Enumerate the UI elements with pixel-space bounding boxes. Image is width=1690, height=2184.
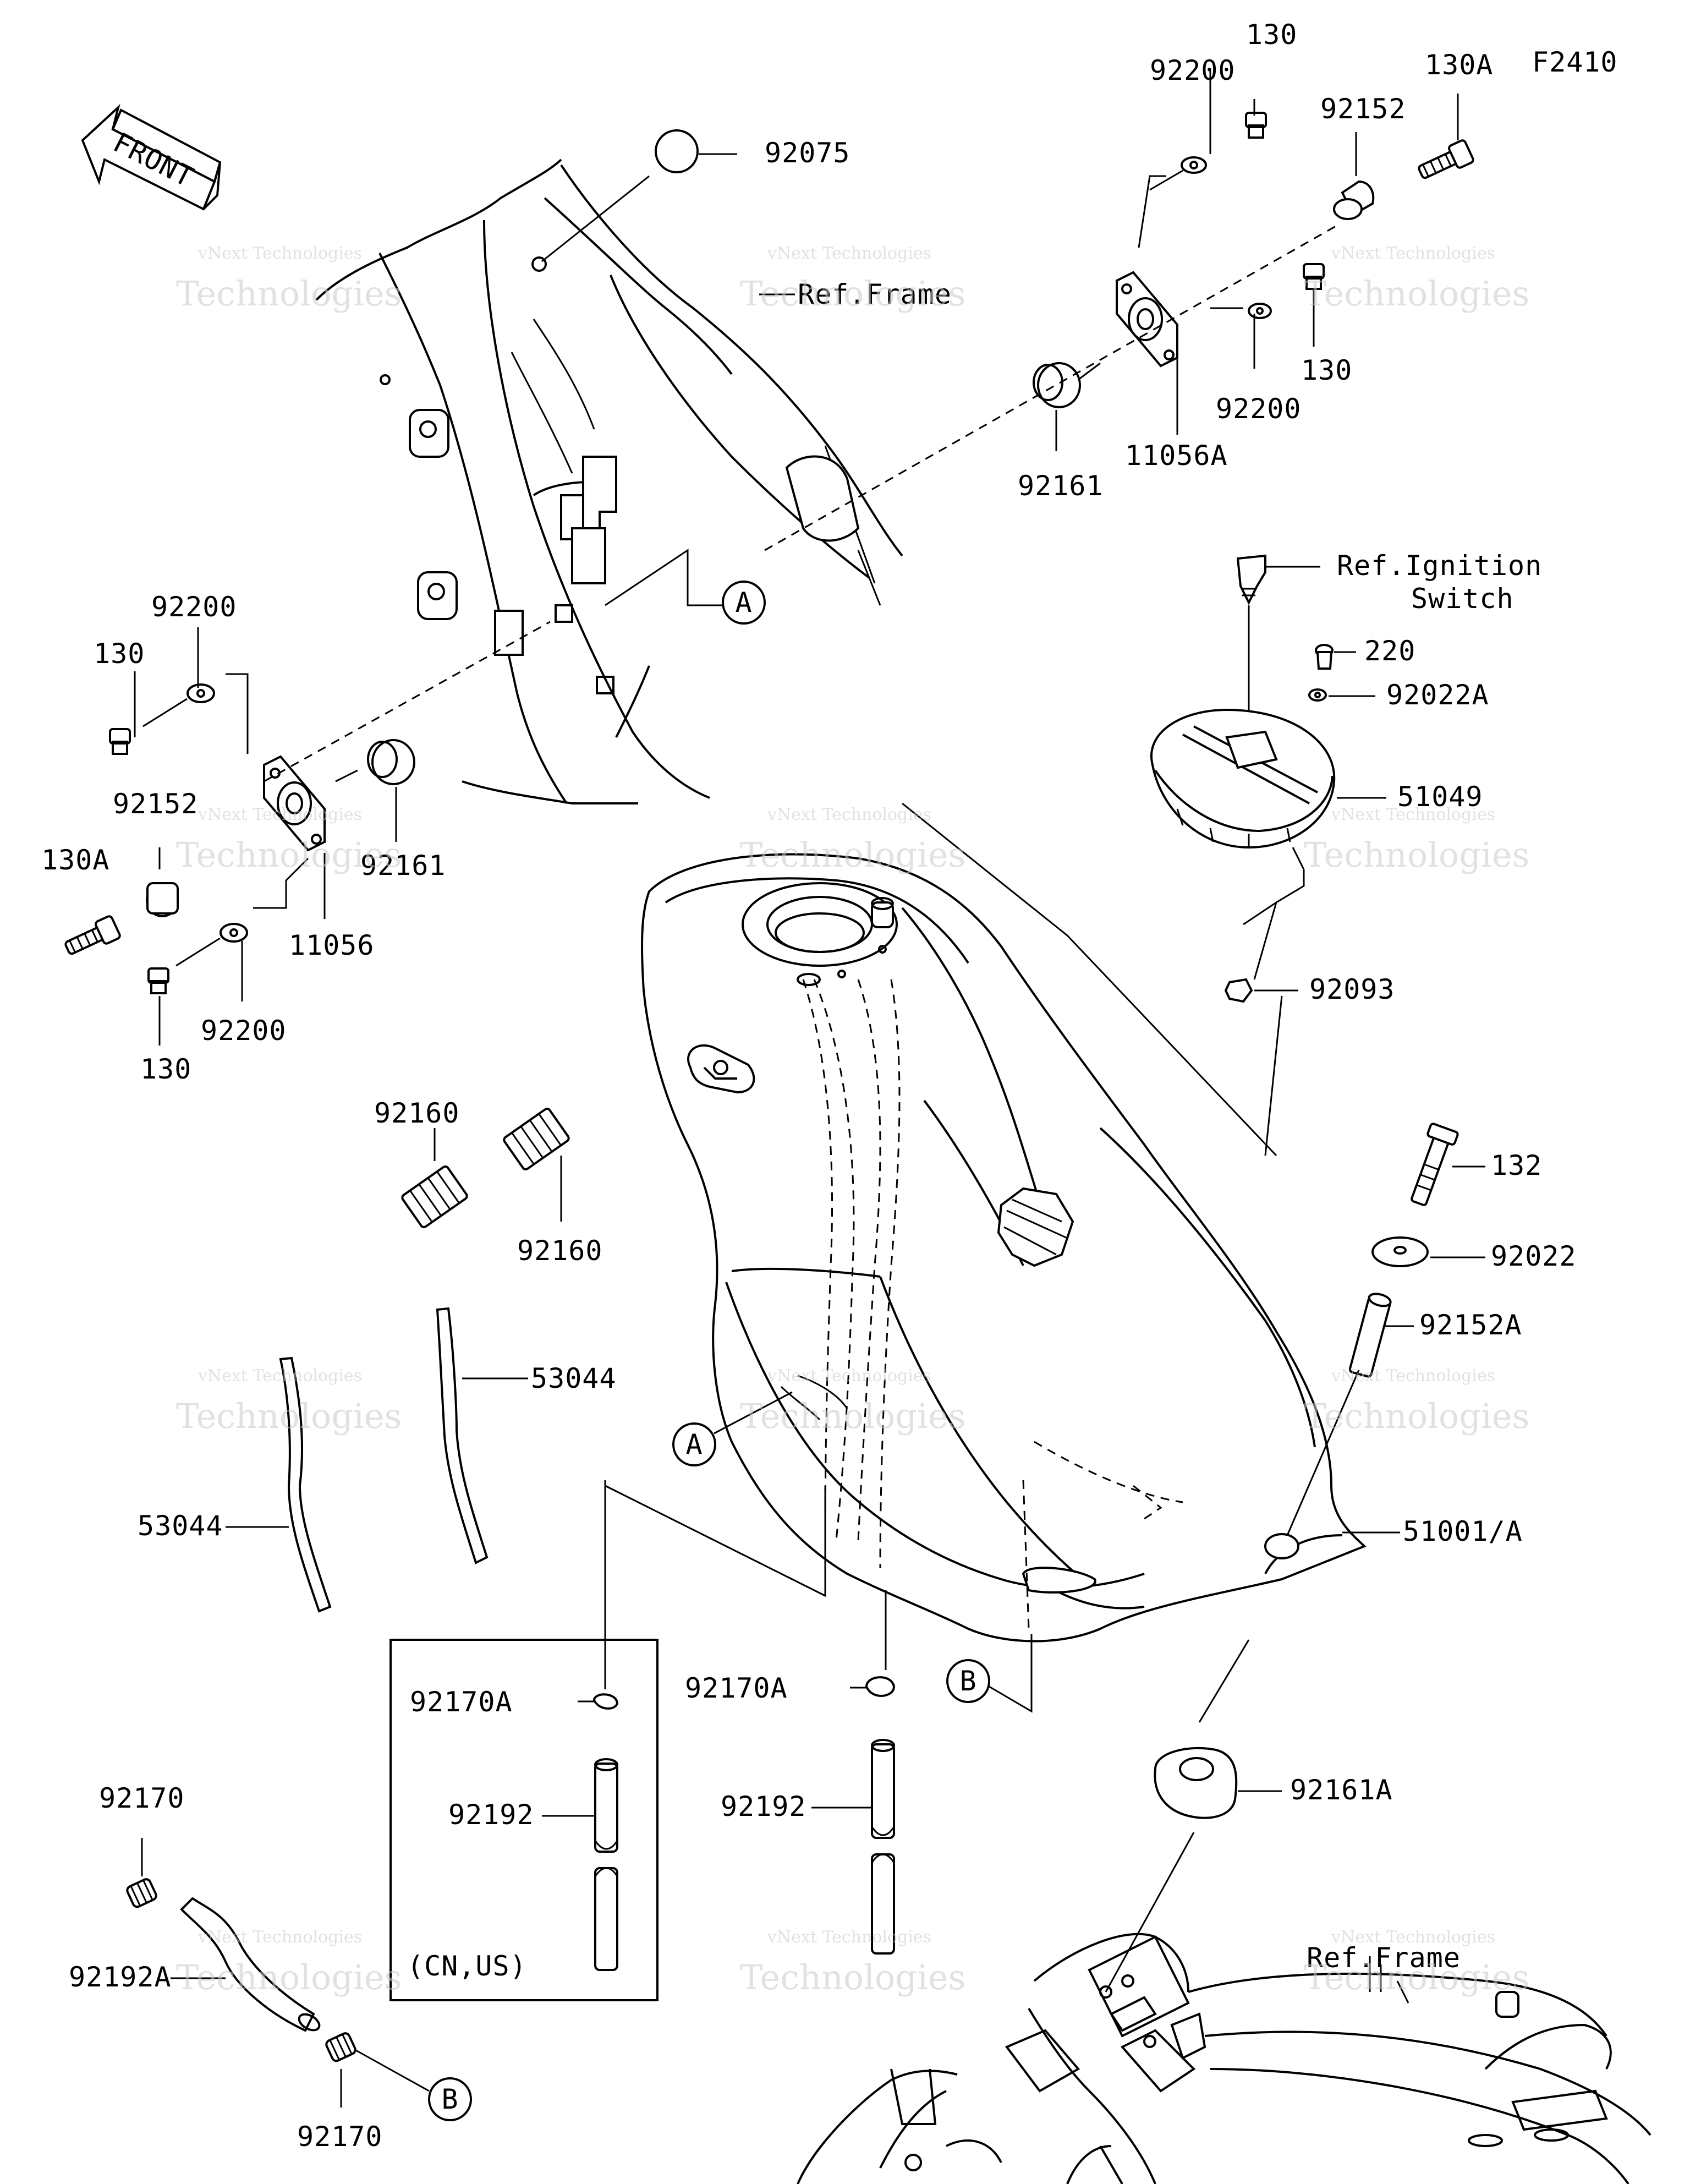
label-130-top: 130 [1246, 19, 1297, 51]
label-92093: 92093 [1309, 973, 1395, 1005]
svg-text:Technologies: Technologies [1304, 1396, 1529, 1436]
svg-text:Technologies: Technologies [1304, 835, 1529, 875]
inset-box-cn-us [389, 1639, 659, 2001]
marker-b-tank-label: B [959, 1665, 976, 1697]
svg-text:Technologies: Technologies [740, 1957, 965, 1997]
label-92170-bottom: 92170 [297, 2121, 383, 2153]
svg-text:Technologies: Technologies [1304, 273, 1529, 314]
label-130-lower: 130 [140, 1053, 191, 1085]
label-92200-left: 92200 [151, 591, 237, 623]
ref-ignition-line2: Switch [1411, 583, 1514, 615]
label-130-right: 130 [1301, 354, 1352, 386]
label-92192-left: 92192 [448, 1799, 534, 1831]
label-51001A: 51001/A [1403, 1515, 1523, 1547]
center-hose-assembly [811, 1676, 896, 1955]
svg-text:vNext Technologies: vNext Technologies [1331, 1928, 1495, 1947]
svg-text:Technologies: Technologies [740, 835, 965, 875]
figure-code: F2410 [1532, 46, 1618, 78]
svg-text:vNext Technologies: vNext Technologies [197, 244, 362, 263]
label-51049: 51049 [1397, 781, 1483, 813]
label-53044-left: 53044 [138, 1510, 223, 1542]
inset-note: (CN,US) [407, 1950, 527, 1982]
label-92160-a: 92160 [374, 1097, 460, 1129]
label-53044-right: 53044 [531, 1362, 617, 1394]
left-mount-cluster [64, 621, 551, 1046]
part-92075-plug [655, 129, 699, 173]
label-92022: 92022 [1491, 1240, 1577, 1272]
grommet-92161A [1105, 1639, 1282, 1993]
lower-frame-drawing [797, 1933, 1651, 2184]
right-mount-cluster [764, 69, 1474, 551]
svg-text:vNext Technologies: vNext Technologies [197, 805, 362, 824]
label-92161-top: 92161 [1018, 470, 1104, 502]
label-92170A-left: 92170A [410, 1686, 513, 1718]
label-92192A: 92192A [69, 1961, 172, 1993]
svg-text:vNext Technologies: vNext Technologies [197, 1366, 362, 1386]
label-132: 132 [1491, 1150, 1542, 1181]
hoses-53044 [226, 1307, 528, 1613]
svg-text:vNext Technologies: vNext Technologies [197, 1928, 362, 1947]
label-92161-left: 92161 [360, 850, 446, 882]
ref-frame-top: Ref.Frame [798, 278, 952, 310]
svg-text:Technologies: Technologies [176, 273, 402, 314]
svg-text:Technologies: Technologies [740, 1396, 965, 1436]
fuel-cap-group [1150, 554, 1386, 1156]
label-92200-top: 92200 [1150, 54, 1236, 86]
label-130A-top: 130A [1425, 49, 1493, 81]
marker-b-bottom-label: B [441, 2083, 458, 2115]
svg-text:Technologies: Technologies [176, 835, 402, 875]
tank-rear-mount-cluster [1286, 1123, 1485, 1536]
marker-a-tank [672, 1422, 716, 1466]
label-92022A: 92022A [1386, 679, 1489, 711]
watermarks: vNext Technologies Technologies vNext Te… [176, 244, 1529, 1997]
marker-a-top [722, 581, 766, 625]
label-92152-left: 92152 [113, 788, 199, 820]
marker-b-tank [946, 1659, 990, 1703]
label-92161A: 92161A [1290, 1774, 1393, 1806]
svg-text:vNext Technologies: vNext Technologies [767, 244, 931, 263]
label-92192-right: 92192 [721, 1791, 806, 1822]
label-220: 220 [1364, 635, 1415, 667]
svg-text:vNext Technologies: vNext Technologies [767, 805, 931, 824]
fuel-tank-51001 [641, 802, 1367, 1643]
bottom-left-hose-assembly [126, 1838, 430, 2108]
marker-b-bottom [428, 2077, 472, 2121]
label-11056A: 11056A [1125, 440, 1228, 472]
svg-text:vNext Technologies: vNext Technologies [1331, 1366, 1495, 1386]
label-11056: 11056 [289, 929, 375, 961]
label-92200-lower: 92200 [201, 1015, 287, 1047]
label-92152A: 92152A [1419, 1309, 1522, 1341]
svg-text:Technologies: Technologies [176, 1396, 402, 1436]
label-92075: 92075 [765, 137, 851, 169]
svg-text:Technologies: Technologies [740, 273, 965, 314]
label-92152-top: 92152 [1320, 93, 1406, 125]
svg-text:vNext Technologies: vNext Technologies [1331, 244, 1495, 263]
inset-hose-assembly [542, 1480, 619, 1971]
upper-frame-drawing [315, 158, 903, 804]
ref-ignition-line1: Ref.Ignition [1337, 550, 1542, 582]
svg-text:Technologies: Technologies [1304, 1957, 1529, 1997]
marker-a-top-label: A [735, 587, 752, 618]
svg-text:vNext Technologies: vNext Technologies [767, 1928, 931, 1947]
label-92200-right: 92200 [1216, 393, 1302, 425]
ref-frame-bottom: Ref.Frame [1307, 1942, 1461, 1974]
svg-text:vNext Technologies: vNext Technologies [767, 1366, 931, 1386]
marker-a-tank-label: A [685, 1428, 703, 1460]
label-92160-b: 92160 [517, 1235, 603, 1267]
svg-text:Technologies: Technologies [176, 1957, 402, 1997]
label-130A-left: 130A [41, 844, 109, 876]
label-130-left: 130 [94, 638, 145, 670]
label-92170A-right: 92170A [685, 1672, 788, 1704]
svg-text:vNext Technologies: vNext Technologies [1331, 805, 1495, 824]
front-arrow-icon: FRONT [81, 103, 222, 211]
label-92170-top: 92170 [99, 1782, 185, 1814]
pads-92160 [401, 1108, 570, 1228]
